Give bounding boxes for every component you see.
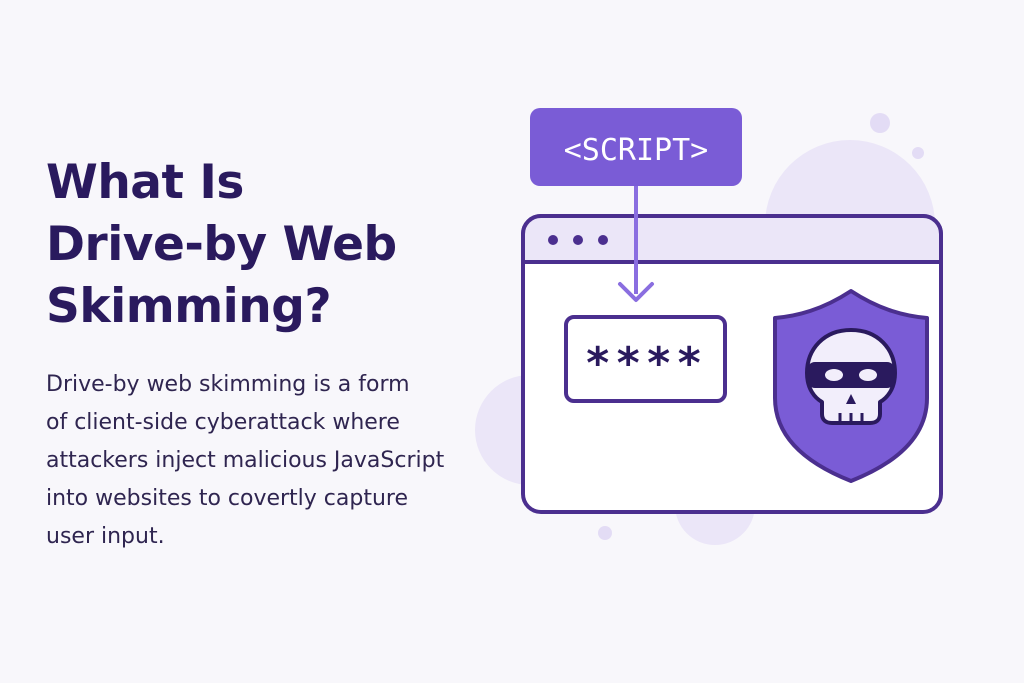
title-line-1: What Is: [46, 155, 244, 210]
description-line-3: attackers inject malicious JavaScript: [46, 448, 445, 473]
page-title: What Is Drive-by Web Skimming?: [46, 152, 466, 338]
window-dot-1: [548, 235, 558, 245]
description-line-2: of client-side cyberattack where: [46, 410, 400, 435]
bg-dot-2: [912, 147, 924, 159]
bg-dot-1: [870, 113, 890, 133]
window-dot-2: [573, 235, 583, 245]
description-line-1: Drive-by web skimming is a form: [46, 372, 410, 397]
code-tag-icon: <SCRIPT>: [530, 108, 742, 186]
bg-dot-3: [598, 526, 612, 540]
window-dot-3: [598, 235, 608, 245]
description: Drive-by web skimming is a form of clien…: [46, 366, 486, 556]
title-line-3: Skimming?: [46, 279, 332, 334]
description-line-5: user input.: [46, 524, 165, 549]
password-mask: ****: [585, 338, 707, 389]
description-line-4: into websites to covertly capture: [46, 486, 409, 511]
shield-icon: [773, 289, 929, 483]
down-arrow-icon: [618, 183, 654, 302]
script-tag-label: <SCRIPT>: [564, 133, 709, 168]
masked-skull-icon: [805, 328, 897, 425]
title-line-2: Drive-by Web: [46, 217, 397, 272]
password-field-icon: ****: [564, 315, 727, 403]
